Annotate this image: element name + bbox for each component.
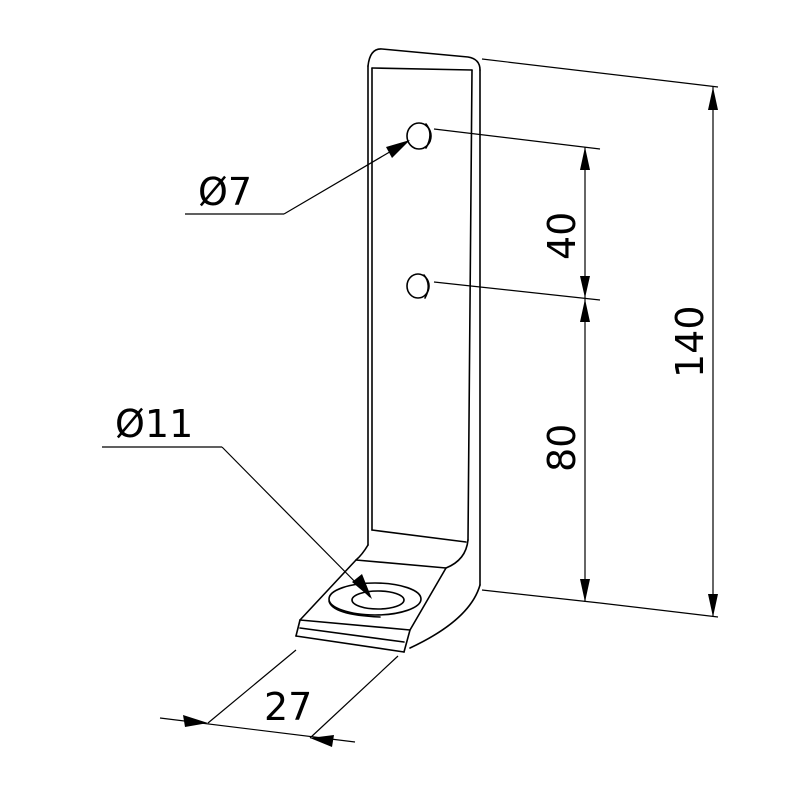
dim-label-height: 140 (668, 305, 712, 378)
dim-hole-small: Ø7 (185, 140, 410, 215)
dim-height-140: 140 (668, 87, 718, 617)
dim-hole-large: Ø11 (102, 402, 372, 599)
dim-label-hole-small: Ø7 (198, 170, 252, 214)
dim-label-spacing: 40 (540, 212, 584, 260)
hole-lower (406, 273, 430, 299)
dim-spacing-40: 40 (540, 147, 590, 298)
dim-label-width: 27 (264, 685, 312, 729)
bracket-part (295, 48, 481, 653)
dim-offset-80: 80 (540, 299, 590, 602)
hole-upper (406, 122, 432, 150)
extension-lines (433, 58, 719, 618)
hole-base (328, 582, 422, 618)
dim-label-offset: 80 (540, 424, 584, 472)
dim-width-27: 27 (159, 649, 399, 747)
dim-label-hole-large: Ø11 (115, 402, 193, 446)
